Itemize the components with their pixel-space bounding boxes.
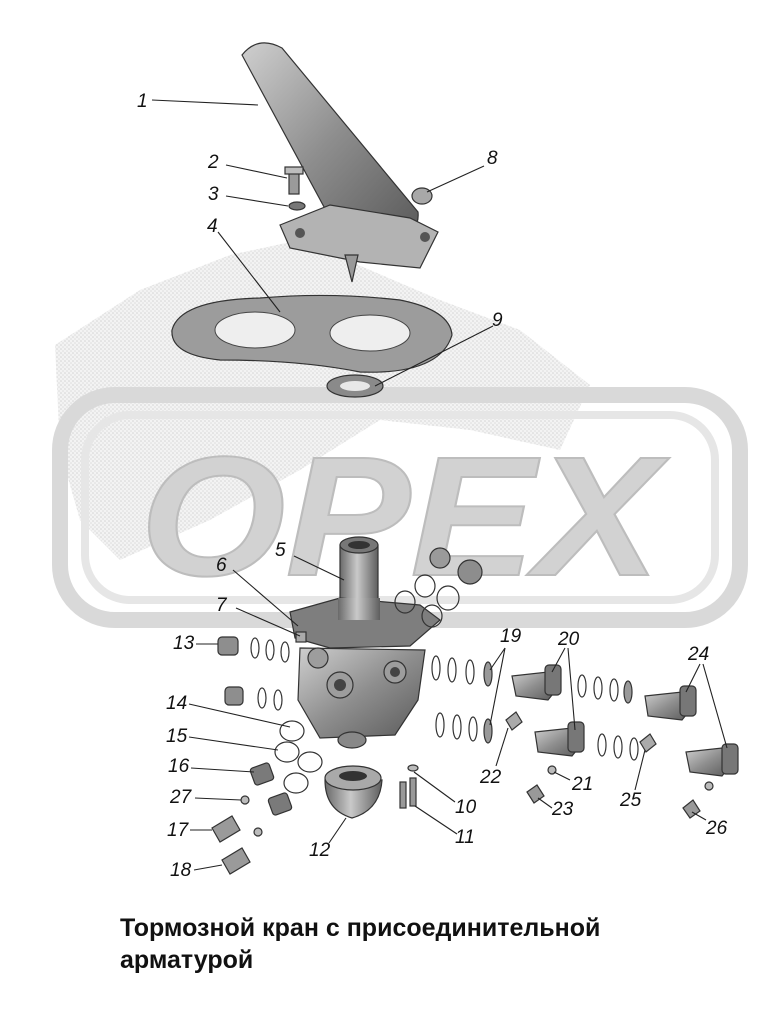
callout-4: 4: [207, 216, 218, 237]
part-12-cup: [324, 765, 383, 819]
callout-17: 17: [167, 820, 190, 841]
callout-3: 3: [208, 184, 219, 205]
callout-5: 5: [275, 540, 286, 561]
callout-9: 9: [492, 310, 503, 331]
callout-16: 16: [168, 756, 190, 777]
callout-1: 1: [137, 91, 148, 112]
watermark-text: OPEX: [140, 422, 669, 612]
callout-25: 25: [619, 790, 642, 811]
callout-11: 11: [455, 827, 475, 848]
part-9-small-gasket: [326, 374, 384, 398]
callout-22: 22: [479, 767, 502, 788]
part-2-bolt: [284, 166, 304, 195]
callout-26: 26: [705, 818, 728, 839]
callout-21: 21: [571, 774, 593, 795]
caption-line-2: арматурой: [120, 946, 254, 974]
callout-15: 15: [166, 726, 188, 747]
part-4-gasket: [171, 294, 453, 373]
figure-caption: Тормозной кран с присоединительной армат…: [120, 912, 760, 976]
part-10-11-pins: [399, 764, 419, 809]
callout-12: 12: [309, 840, 331, 861]
callout-20: 20: [557, 629, 580, 650]
part-20-elbows: [505, 664, 585, 757]
fittings-left: [211, 636, 323, 875]
callout-27: 27: [169, 787, 193, 808]
watermark: OPEX: [52, 240, 748, 628]
callout-7: 7: [216, 595, 228, 616]
callout-6: 6: [216, 555, 227, 576]
callout-13: 13: [173, 633, 195, 654]
callouts: 1 2 3 4 8 9 5 6 7 13 14 15 16 27 17 18 1: [137, 91, 728, 881]
caption-line-1: Тормозной кран с присоединительной: [120, 914, 601, 942]
seal-rings-right: [577, 674, 657, 761]
part-3-washer: [288, 201, 306, 211]
callout-18: 18: [170, 860, 192, 881]
callout-19: 19: [500, 626, 522, 647]
callout-23: 23: [551, 799, 574, 820]
valve-body: [297, 647, 426, 749]
part-7-bolt: [295, 631, 307, 643]
callout-10: 10: [455, 797, 477, 818]
seal-rings-middle: [431, 655, 493, 744]
callout-8: 8: [487, 148, 498, 169]
callout-2: 2: [207, 152, 219, 173]
callout-24: 24: [687, 644, 709, 665]
part-6-flange: [289, 597, 441, 649]
callout-14: 14: [166, 693, 187, 714]
part-8-cap: [411, 187, 433, 205]
part-24-elbows: [644, 685, 739, 777]
small-fittings: [526, 765, 714, 819]
pedal-bracket: [279, 204, 439, 283]
fittings-top-right: [394, 547, 483, 628]
